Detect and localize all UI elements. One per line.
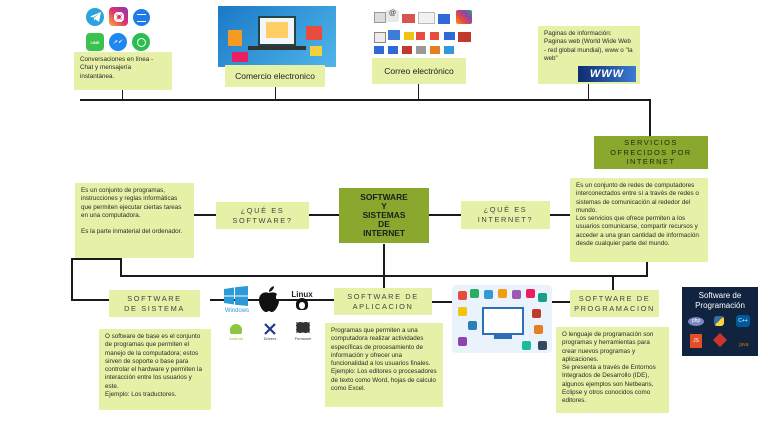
- software-definition-note: Es un conjunto de programas, instruccion…: [75, 183, 194, 258]
- software-programacion-label: SOFTWARE DE PROGRAMACION: [574, 293, 655, 313]
- android-label: Android: [229, 336, 243, 341]
- windows-icon: [224, 286, 250, 306]
- connector-center-down: [383, 244, 385, 276]
- tux-icon: [296, 298, 308, 310]
- instagram-icon: [109, 7, 128, 26]
- connector-email-drop: [418, 84, 419, 99]
- js-logo: JS: [690, 334, 702, 348]
- android-icon: [230, 324, 242, 334]
- software-sistema-box: SOFTWARE DE SISTEMA: [109, 290, 200, 317]
- internet-definition-text: Es un conjunto de redes de computadores …: [576, 182, 699, 248]
- programming-image-title: Software de Programación: [695, 291, 745, 310]
- telegram-icon: [86, 8, 104, 26]
- connector-ecommerce-drop: [275, 87, 276, 99]
- software-aplicacion-text: Programas que permiten a una computadora…: [331, 327, 437, 393]
- windows-label: Windows: [224, 308, 250, 314]
- connector-aplicacion-drop: [383, 276, 385, 288]
- connector-sistema-link: [71, 299, 109, 301]
- line-icon: LINE: [86, 33, 104, 51]
- internet-definition-note: Es un conjunto de redes de computadores …: [570, 178, 708, 262]
- service-web-label: Paginas de información: Paginas web (Wor…: [544, 30, 633, 62]
- connector-top-horizontal: [80, 99, 650, 101]
- connector-left-down: [71, 258, 73, 299]
- servicios-internet-label: SERVICIOS OFRECIDOS POR INTERNET: [610, 137, 692, 167]
- ruby-logo: [712, 332, 728, 348]
- connector-web-drop: [588, 84, 589, 99]
- software-programacion-box: SOFTWARE DE PROGRAMACION: [570, 290, 659, 317]
- connector-services-vertical: [649, 99, 651, 136]
- java-logo: java: [739, 342, 749, 348]
- service-email-box: Correo electrónico: [372, 58, 466, 84]
- service-ecommerce-box: Comercio electronico: [225, 65, 325, 87]
- software-sistema-text: O software de base es el conjunto de pro…: [105, 333, 202, 399]
- connector-programacion-drop: [612, 276, 614, 290]
- connector-bottom-right-vertical: [646, 262, 648, 276]
- cpp-logo: C++: [736, 315, 750, 327]
- python-logo: [714, 316, 724, 326]
- linux-label: Linux: [291, 290, 313, 299]
- connector-bottom-left-vertical: [120, 258, 122, 276]
- software-programacion-text: O lenguaje de programación son programas…: [562, 331, 656, 405]
- chat-apps-icons: LINE: [84, 6, 154, 52]
- ecommerce-image: [218, 6, 336, 67]
- php-logo: php: [688, 317, 704, 326]
- software-aplicacion-note: Programas que permiten a una computadora…: [325, 323, 443, 407]
- www-logo: WWW: [578, 66, 636, 82]
- drivers-label: Drivers: [263, 336, 277, 341]
- software-programacion-note: O lenguaje de programación son programas…: [556, 327, 669, 413]
- que-es-software-box: ¿QUÉ ES SOFTWARE?: [216, 202, 309, 229]
- service-email-label: Correo electrónico: [384, 66, 454, 76]
- programming-image: Software de Programación php C++ JS java: [682, 287, 758, 356]
- servicios-internet-box: SERVICIOS OFRECIDOS POR INTERNET: [594, 136, 708, 169]
- os-logos-image: Windows Linux Android Drivers Firmware: [218, 284, 322, 350]
- software-aplicacion-label: SOFTWARE DE APLICACION: [347, 291, 419, 311]
- que-es-software-label: ¿QUÉ ES SOFTWARE?: [232, 205, 293, 225]
- whatsapp-icon: [132, 33, 150, 51]
- central-topic-title: SOFTWARE Y SISTEMAS DE INTERNET: [360, 192, 408, 238]
- que-es-internet-box: ¿QUÉ ES INTERNET?: [461, 201, 550, 229]
- connector-left-branch: [71, 258, 122, 260]
- que-es-internet-label: ¿QUÉ ES INTERNET?: [477, 205, 534, 224]
- firmware-label: Firmware: [294, 336, 312, 341]
- apple-icon: [258, 286, 282, 314]
- chip-icon: [296, 322, 310, 333]
- software-aplicacion-box: SOFTWARE DE APLICACION: [334, 288, 432, 315]
- email-icons-image: @: [372, 8, 476, 56]
- connector-chat-drop: [122, 90, 123, 99]
- app-icons-image: [452, 285, 552, 353]
- service-ecommerce-label: Comercio electronico: [235, 71, 315, 81]
- service-chat-note: Conversaciones en línea - Chat y mensaje…: [74, 52, 172, 90]
- tools-icon: [264, 322, 276, 335]
- messenger-icon: [109, 33, 127, 51]
- software-definition-text: Es un conjunto de programas, instruccion…: [81, 187, 183, 236]
- message-icon: [133, 9, 150, 26]
- software-sistema-note: O software de base es el conjunto de pro…: [99, 329, 211, 410]
- software-sistema-label: SOFTWARE DE SISTEMA: [124, 293, 185, 313]
- www-text: WWW: [589, 68, 625, 80]
- service-chat-label: Conversaciones en línea - Chat y mensaje…: [80, 56, 154, 80]
- central-topic-box: SOFTWARE Y SISTEMAS DE INTERNET: [339, 188, 429, 243]
